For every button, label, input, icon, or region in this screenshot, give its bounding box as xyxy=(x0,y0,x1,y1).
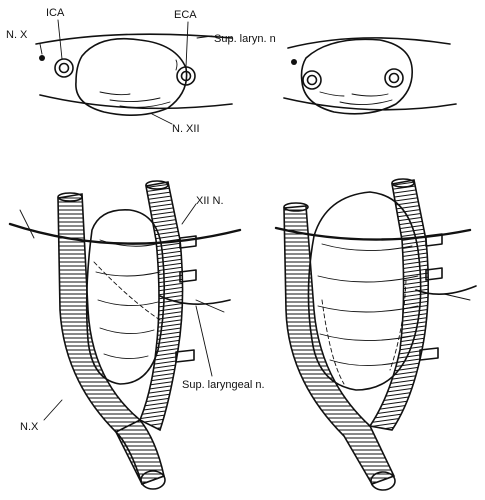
ica-vessel-right xyxy=(302,70,322,90)
label-sup-laryngeal: Sup. laryngeal n. xyxy=(182,379,265,391)
tumor-section-left xyxy=(75,37,188,116)
carotid-lumen-left xyxy=(140,470,166,490)
cross-section-left xyxy=(35,19,233,125)
cross-section-right xyxy=(283,37,457,115)
vagus-dot-right xyxy=(291,59,297,65)
label-xii-n: XII N. xyxy=(196,195,224,207)
bifurcation-left xyxy=(8,180,242,490)
bifurcation-right xyxy=(274,178,477,491)
carotid-lumen-right xyxy=(370,471,396,491)
internal-carotid-right xyxy=(283,205,396,485)
label-sup-laryn: Sup. laryn. n xyxy=(214,33,276,45)
hypoglossal-nerve-right xyxy=(274,226,472,241)
sup-laryngeal-nerve-left xyxy=(159,295,231,305)
hypoglossal-nerve-left xyxy=(8,222,242,245)
label-eca: ECA xyxy=(174,9,197,21)
eca-vessel-right xyxy=(384,68,404,88)
label-nxii: N. XII xyxy=(172,123,200,135)
tumor-right xyxy=(307,191,422,391)
tumor-section-right xyxy=(300,38,413,115)
vagus-dot-left xyxy=(39,55,45,61)
label-nx-top: N. X xyxy=(6,29,28,41)
external-carotid-left xyxy=(138,181,184,432)
ica-vessel-left xyxy=(54,58,74,78)
label-ica: ICA xyxy=(46,7,65,19)
label-nx-bottom: N.X xyxy=(20,421,39,433)
tumor-left xyxy=(85,209,166,385)
